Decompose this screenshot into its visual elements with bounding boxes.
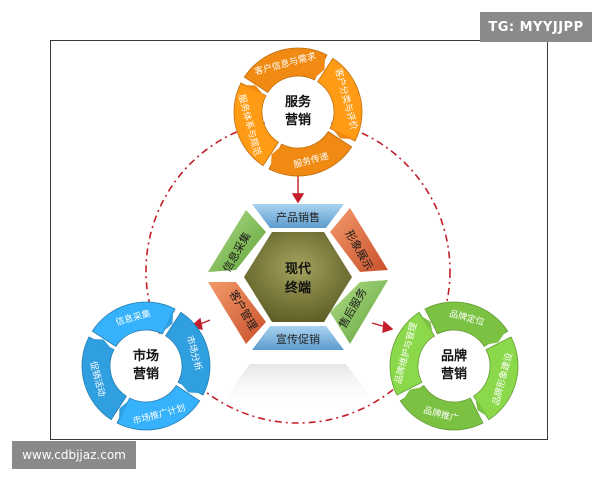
market-wheel-arrow	[90, 338, 112, 350]
market-wheel-segment	[116, 385, 201, 431]
market-wheel-arrow	[162, 310, 174, 332]
market-wheel-segment	[91, 301, 176, 347]
service-wheel-title-line2: 营销	[285, 112, 311, 128]
hex-petal-bottom-left	[208, 282, 266, 344]
brand-wheel-title-line2: 营销	[441, 366, 467, 382]
brand-wheel-core	[419, 331, 489, 401]
service-wheel-arrow	[332, 128, 354, 140]
market-wheel-segment	[81, 336, 127, 421]
center-label-line2: 终端	[285, 280, 311, 296]
service-wheel-arrow	[270, 146, 282, 168]
service-wheel-arrow	[242, 84, 264, 96]
brand-wheel-arrow	[402, 387, 423, 401]
brand-wheel-segment	[399, 385, 484, 431]
market-wheel-title-line2: 营销	[133, 366, 159, 382]
brand-wheel-title-line1: 品牌	[441, 348, 467, 364]
center-label-line1: 现代	[285, 261, 311, 277]
hex-petal-top	[252, 204, 344, 228]
market-wheel-arrow	[118, 400, 130, 422]
service-wheel-arrow	[314, 56, 326, 78]
market-wheel-title-line1: 市场	[133, 348, 159, 364]
brand-wheel-arrow	[419, 314, 433, 335]
service-wheel-segment	[317, 57, 363, 142]
service-wheel-title-line1: 服务	[285, 94, 312, 110]
service-wheel-segment	[233, 82, 279, 167]
brand-wheel-segment	[473, 336, 519, 421]
service-wheel-core	[263, 77, 333, 147]
watermark-top-right: TG: MYYJJPP	[480, 12, 592, 42]
hex-label-top: 产品销售	[276, 210, 320, 224]
hex-petal-top-left	[208, 210, 266, 272]
hex-petal-top-right	[330, 208, 388, 272]
hex-label-bottom: 宣传促销	[276, 332, 320, 346]
hexagon	[208, 204, 388, 350]
service-wheel-segment	[268, 131, 353, 177]
brand-wheel-arrow	[475, 397, 489, 418]
brand-wheel-arrow	[485, 331, 506, 345]
watermark-bottom-left: www.cdbjjaz.com	[12, 441, 136, 469]
service-wheel-segment	[243, 47, 328, 93]
brand-wheel-segment	[389, 311, 435, 396]
hex-center	[244, 232, 352, 322]
brand-wheel-segment	[424, 301, 509, 347]
market-wheel-core	[111, 331, 181, 401]
market-wheel-segment	[165, 311, 211, 396]
hex-petal-bottom-right	[330, 280, 388, 344]
market-wheel-arrow	[180, 382, 202, 394]
hex-petal-bottom	[252, 326, 344, 350]
hexagon-reflection	[216, 364, 380, 410]
